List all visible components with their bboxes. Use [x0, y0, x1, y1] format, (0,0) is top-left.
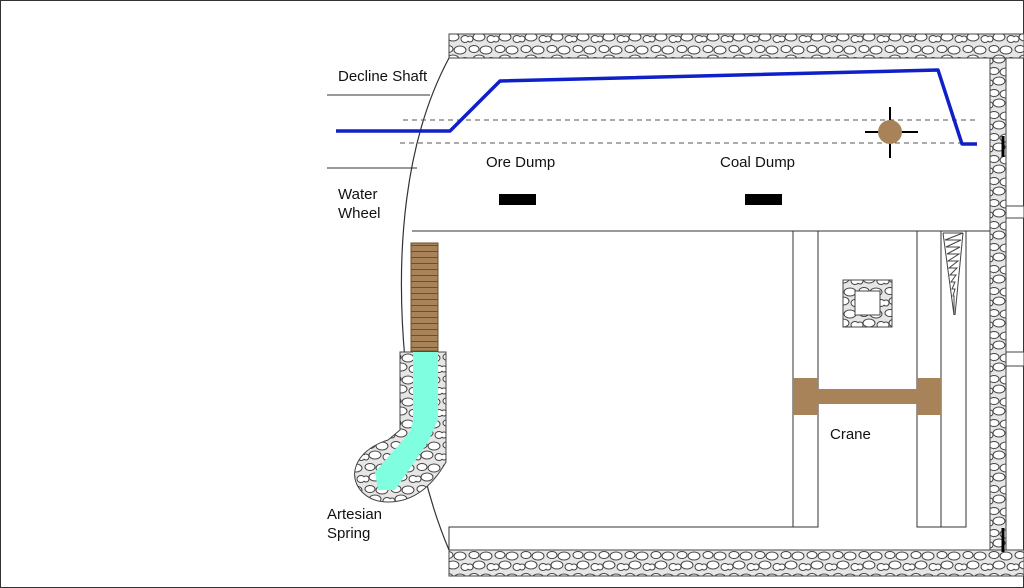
rock-band-bottom	[448, 549, 1024, 577]
label-coal-dump: Coal Dump	[720, 154, 796, 171]
crane-support-right	[917, 378, 941, 415]
rock-band-top	[448, 33, 1024, 59]
right-wall-opening-lower	[1005, 351, 1024, 367]
water-wheel-chute	[410, 242, 439, 352]
cavern-left-boundary-arc	[400, 57, 450, 551]
label-ore-dump: Ore Dump	[486, 154, 556, 171]
crane-support-left	[793, 378, 818, 415]
rock-pillar-opening	[854, 290, 881, 316]
decline-shaft-track	[336, 68, 977, 146]
ladder-shaft-column	[940, 230, 967, 528]
ladder-hatching	[942, 232, 964, 316]
right-wall-opening-upper	[1005, 205, 1024, 219]
crane-beam	[818, 389, 917, 404]
ore-dump-marker	[499, 194, 536, 205]
crosshair-circle-icon	[865, 107, 918, 158]
label-artesian-spring: Artesian Spring	[327, 506, 383, 542]
coal-dump-marker	[745, 194, 782, 205]
label-decline-shaft: Decline Shaft	[338, 68, 428, 85]
label-crane: Crane	[830, 426, 871, 443]
label-water-wheel: Water Wheel	[338, 186, 381, 222]
artesian-spring-water	[375, 352, 438, 490]
lower-chamber-floor-line	[448, 526, 797, 550]
rock-band-right	[989, 57, 1007, 551]
